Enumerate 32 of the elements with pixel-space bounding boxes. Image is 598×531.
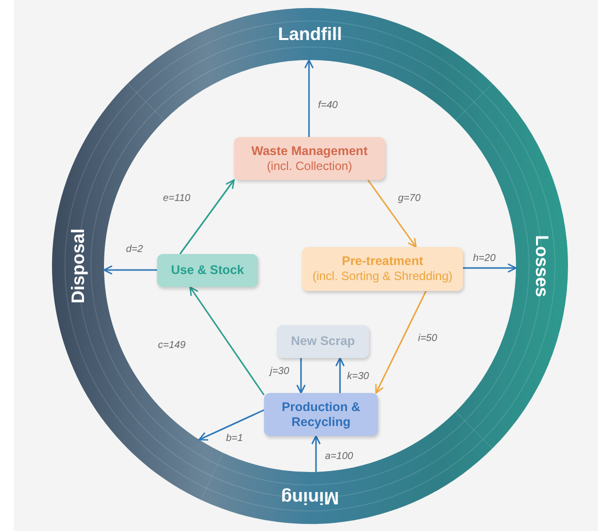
arrow [375,290,427,394]
box-title: Use & Stock [171,263,244,278]
box-subtitle: (incl. Collection) [266,158,352,174]
process-box [157,254,258,287]
arrow [179,179,235,254]
ring-segment [200,412,492,524]
ring-label: Disposal [68,228,88,304]
ring-label: Mining [281,488,339,508]
ring-label: Landfill [278,24,342,44]
box-title: Waste Management [251,144,368,158]
ring-label: Losses [532,234,552,298]
box-subtitle: (incl. Sorting & Shredding) [312,269,453,284]
arrow [103,265,157,275]
arrow [189,286,265,396]
arrow [335,357,345,393]
edge-label: j=30 [270,366,290,378]
edge-label: g=70 [398,193,421,205]
arrow [367,180,417,248]
process-box [277,325,369,358]
ring-segment [456,84,568,448]
arrow [463,263,517,273]
process-box [234,137,385,180]
arrow [304,59,314,137]
arrow [311,435,321,472]
process-box [264,393,378,436]
ring-segment [128,8,492,120]
arrow [296,358,306,394]
box-title: Pre-treatment [342,254,424,269]
box-title: Production & Recycling [280,400,362,430]
arrow [198,409,264,441]
box-title: New Scrap [291,334,355,349]
process-box [302,247,463,291]
